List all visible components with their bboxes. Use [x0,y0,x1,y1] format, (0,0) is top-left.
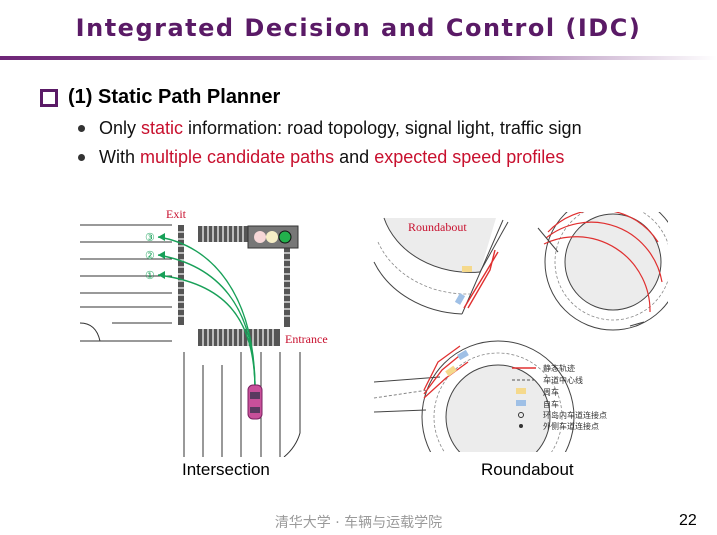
intersection-caption: Intersection [182,460,270,479]
bullet-text: Only static information: road topology, … [99,118,582,138]
roundabout-legend: 静态轨迹 车道中心线 周车 自车 环岛内车道连接点 外侧车道连接点 [512,363,607,431]
legend-item: 静态轨迹 [543,363,575,373]
roundabout-caption: Roundabout [481,460,574,479]
roundabout-bottom [373,340,575,452]
page-number: 22 [679,512,697,529]
square-bullet-icon [40,88,58,107]
roundabout-diagram: Roundabout 静态轨迹 车道中心线 周车 自车 环岛内车道连接点 [373,212,668,452]
intersection-diagram: Exit Entrance ③ ② ① [79,207,328,457]
bullet-text: With multiple candidate paths and expect… [99,147,565,167]
footer-institution: 清华大学 · 车辆与运载学院 [274,515,443,531]
heading-text: (1) Static Path Planner [68,86,281,108]
path-label: ② [145,250,155,262]
legend-item: 周车 [543,387,559,397]
legend-item: 自车 [543,399,559,409]
traffic-light-icon [247,225,299,249]
roundabout-top-right [537,212,668,331]
legend-item: 环岛内车道连接点 [543,410,607,420]
path-label: ③ [145,232,155,244]
title-divider [0,56,717,60]
slide-title: Integrated Decision and Control (IDC) [75,14,642,42]
bullet-dot-icon [78,125,85,132]
ego-car-icon [247,384,263,420]
roundabout-top-left: Roundabout [373,217,509,315]
bullet-dot-icon [78,154,85,161]
legend-item: 车道中心线 [543,375,583,385]
legend-item: 外侧车道连接点 [543,421,599,431]
section-heading: (1) Static Path Planner [40,86,280,109]
path-label: ① [145,270,155,282]
exit-label: Exit [166,207,187,221]
entrance-label: Entrance [285,332,328,346]
roundabout-top-label: Roundabout [408,220,467,234]
